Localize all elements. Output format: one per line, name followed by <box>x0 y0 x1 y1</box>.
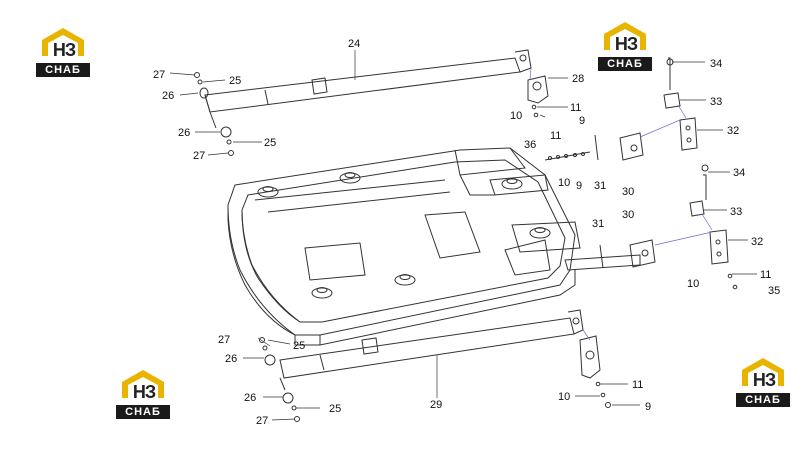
label-9: 9 <box>579 115 585 127</box>
label-32: 32 <box>727 125 739 137</box>
label-26: 26 <box>244 392 256 404</box>
label-9: 9 <box>576 180 582 192</box>
label-10: 10 <box>687 278 699 290</box>
label-33: 33 <box>730 206 742 218</box>
house-roof-icon <box>604 22 646 50</box>
label-30: 30 <box>622 186 634 198</box>
logo-caption: СНАБ <box>116 405 170 419</box>
brand-logo: НЗ СНАБ <box>114 370 172 422</box>
logo-mark: НЗ <box>52 40 76 60</box>
label-29: 29 <box>430 399 442 411</box>
logo-mark: НЗ <box>132 382 156 402</box>
fastener-stack-top-left <box>194 72 234 156</box>
label-25: 25 <box>329 403 341 415</box>
house-roof-icon <box>42 28 84 56</box>
label-11: 11 <box>632 379 643 391</box>
label-26: 26 <box>162 90 174 102</box>
label-27: 27 <box>218 334 230 346</box>
label-32: 32 <box>751 236 763 248</box>
label-10: 10 <box>558 391 570 403</box>
label-10: 10 <box>510 110 522 122</box>
brand-logo: НЗ СНАБ <box>596 22 654 74</box>
lower-cylinder-29 <box>279 309 584 379</box>
label-25: 25 <box>229 75 241 87</box>
label-31: 31 <box>594 180 606 192</box>
label-26: 26 <box>178 127 190 139</box>
brand-logo: НЗ СНАБ <box>734 358 792 410</box>
logo-caption: СНАБ <box>36 63 90 77</box>
label-35: 35 <box>768 285 780 297</box>
label-11: 11 <box>550 130 561 142</box>
label-25: 25 <box>293 340 305 352</box>
label-31: 31 <box>592 218 604 230</box>
label-11: 11 <box>570 102 581 114</box>
logo-caption: СНАБ <box>736 393 790 407</box>
label-27: 27 <box>153 69 165 81</box>
label-34: 34 <box>733 167 745 179</box>
label-34: 34 <box>710 58 722 70</box>
label-27: 27 <box>256 415 268 427</box>
label-11: 11 <box>760 269 771 281</box>
house-roof-icon <box>742 358 784 386</box>
bolt-row-36 <box>544 151 591 161</box>
brand-logo: НЗ СНАБ <box>34 28 92 80</box>
label-30: 30 <box>622 209 634 221</box>
upper-cylinder-24 <box>204 49 532 113</box>
right-upper-assembly <box>594 57 698 161</box>
label-36: 36 <box>524 139 536 151</box>
label-24: 24 <box>348 38 360 50</box>
label-9: 9 <box>645 401 651 413</box>
bracket-28 <box>527 75 549 118</box>
platform-frame <box>227 147 581 346</box>
bracket-lower <box>579 335 611 408</box>
rubber-mounts <box>257 172 551 299</box>
house-roof-icon <box>122 370 164 398</box>
label-10: 10 <box>558 177 570 189</box>
logo-mark: НЗ <box>752 370 776 390</box>
label-33: 33 <box>710 96 722 108</box>
label-27: 27 <box>193 150 205 162</box>
logo-caption: СНАБ <box>598 57 652 71</box>
assembly-lines <box>529 67 713 341</box>
label-26: 26 <box>225 353 237 365</box>
leader-lines <box>169 50 757 421</box>
right-lower-assembly <box>564 164 738 290</box>
label-28: 28 <box>572 73 584 85</box>
label-25: 25 <box>264 137 276 149</box>
part-labels: 24 27 25 26 26 25 27 28 11 10 9 34 33 32… <box>153 38 780 427</box>
logo-mark: НЗ <box>614 34 638 54</box>
